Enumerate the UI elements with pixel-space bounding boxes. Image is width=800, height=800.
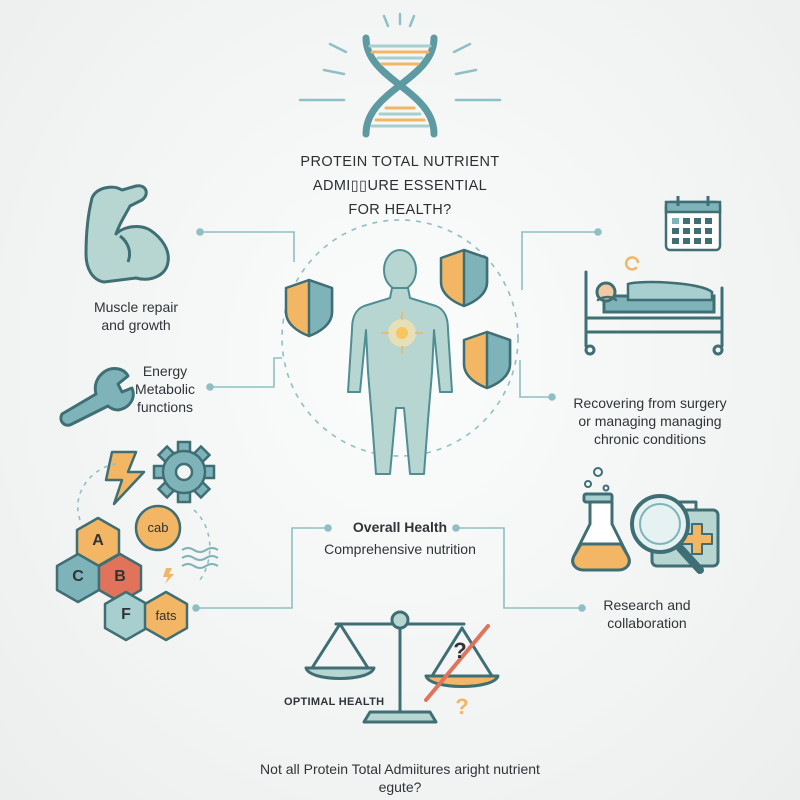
- shield-icon: [462, 330, 512, 390]
- muscle-label: Muscle repair and growth: [66, 298, 206, 334]
- nutrient-cab: cab: [147, 520, 169, 535]
- strike-line: [424, 624, 490, 702]
- gear-icon: [152, 440, 216, 504]
- balance-scale-icon: [304, 610, 500, 724]
- wave-icon: [181, 547, 219, 569]
- overall-health-subtitle: Comprehensive nutrition: [324, 541, 476, 557]
- nutrient-f: F: [121, 606, 131, 623]
- research-label-line-1: Research and: [603, 597, 691, 613]
- overall-health-label: Overall Health Comprehensive nutrition: [300, 518, 500, 558]
- recovery-label-line-1: Recovering from surgery: [573, 395, 727, 411]
- shield-icon: [284, 278, 334, 338]
- nutrient-c: C: [72, 568, 84, 585]
- nutrient-hexagons: [55, 516, 189, 642]
- magnifier-icon: [630, 494, 704, 574]
- nutrient-fats: fats: [155, 608, 177, 623]
- recovery-label: Recovering from surgery or managing mana…: [552, 394, 748, 448]
- footer-line-1: Not all Protein Total Admiitures aright …: [260, 761, 540, 777]
- human-body-icon: [347, 249, 453, 475]
- recovery-label-line-3: chronic conditions: [593, 431, 707, 447]
- lightning-icon: [104, 450, 146, 506]
- small-lightning-icon: [163, 568, 174, 584]
- dna-icon: [298, 12, 502, 138]
- energy-label-line-2: Metabolic: [135, 381, 195, 397]
- energy-label: Energy Metabolic functions: [110, 362, 220, 416]
- optimal-health-label: OPTIMAL HEALTH: [284, 696, 385, 708]
- scale-question-mark: ?: [453, 638, 467, 663]
- dashed-ring: [281, 219, 519, 457]
- muscle-label-line-1: Muscle repair: [93, 299, 179, 315]
- cab-circle-icon: [134, 504, 182, 552]
- wrench-icon: [59, 367, 135, 427]
- sparkle-icon: [381, 312, 423, 354]
- calendar-icon: [664, 196, 722, 252]
- title-line-2: ADMI▯▯URE ESSENTIAL: [312, 178, 488, 194]
- research-label: Research and collaboration: [572, 596, 722, 632]
- footer-line-2: egute?: [378, 779, 422, 795]
- hospital-bed-icon: [584, 256, 724, 356]
- dashed-arc: [77, 463, 211, 581]
- title-line-3: FOR HEALTH?: [348, 202, 452, 218]
- shield-icon: [439, 248, 489, 308]
- research-label-line-2: collaboration: [607, 615, 687, 631]
- muscle-arm-icon: [84, 184, 170, 284]
- overall-health-title: Overall Health: [352, 519, 448, 535]
- title-line-1: PROTEIN TOTAL NUTRIENT: [300, 154, 500, 170]
- footer-text: Not all Protein Total Admiitures aright …: [180, 760, 620, 796]
- flask-icon: [571, 467, 631, 572]
- nutrient-a: A: [92, 532, 104, 549]
- energy-label-line-3: functions: [136, 399, 194, 415]
- orange-question-mark: ?: [455, 694, 469, 719]
- energy-label-line-1: Energy: [142, 363, 188, 379]
- recovery-label-line-2: or managing managing: [578, 413, 722, 429]
- page-title: PROTEIN TOTAL NUTRIENT ADMI▯▯URE ESSENTI…: [200, 150, 600, 222]
- connector-lines: [192, 228, 602, 612]
- muscle-label-line-2: and growth: [101, 317, 171, 333]
- nutrient-b: B: [114, 568, 126, 585]
